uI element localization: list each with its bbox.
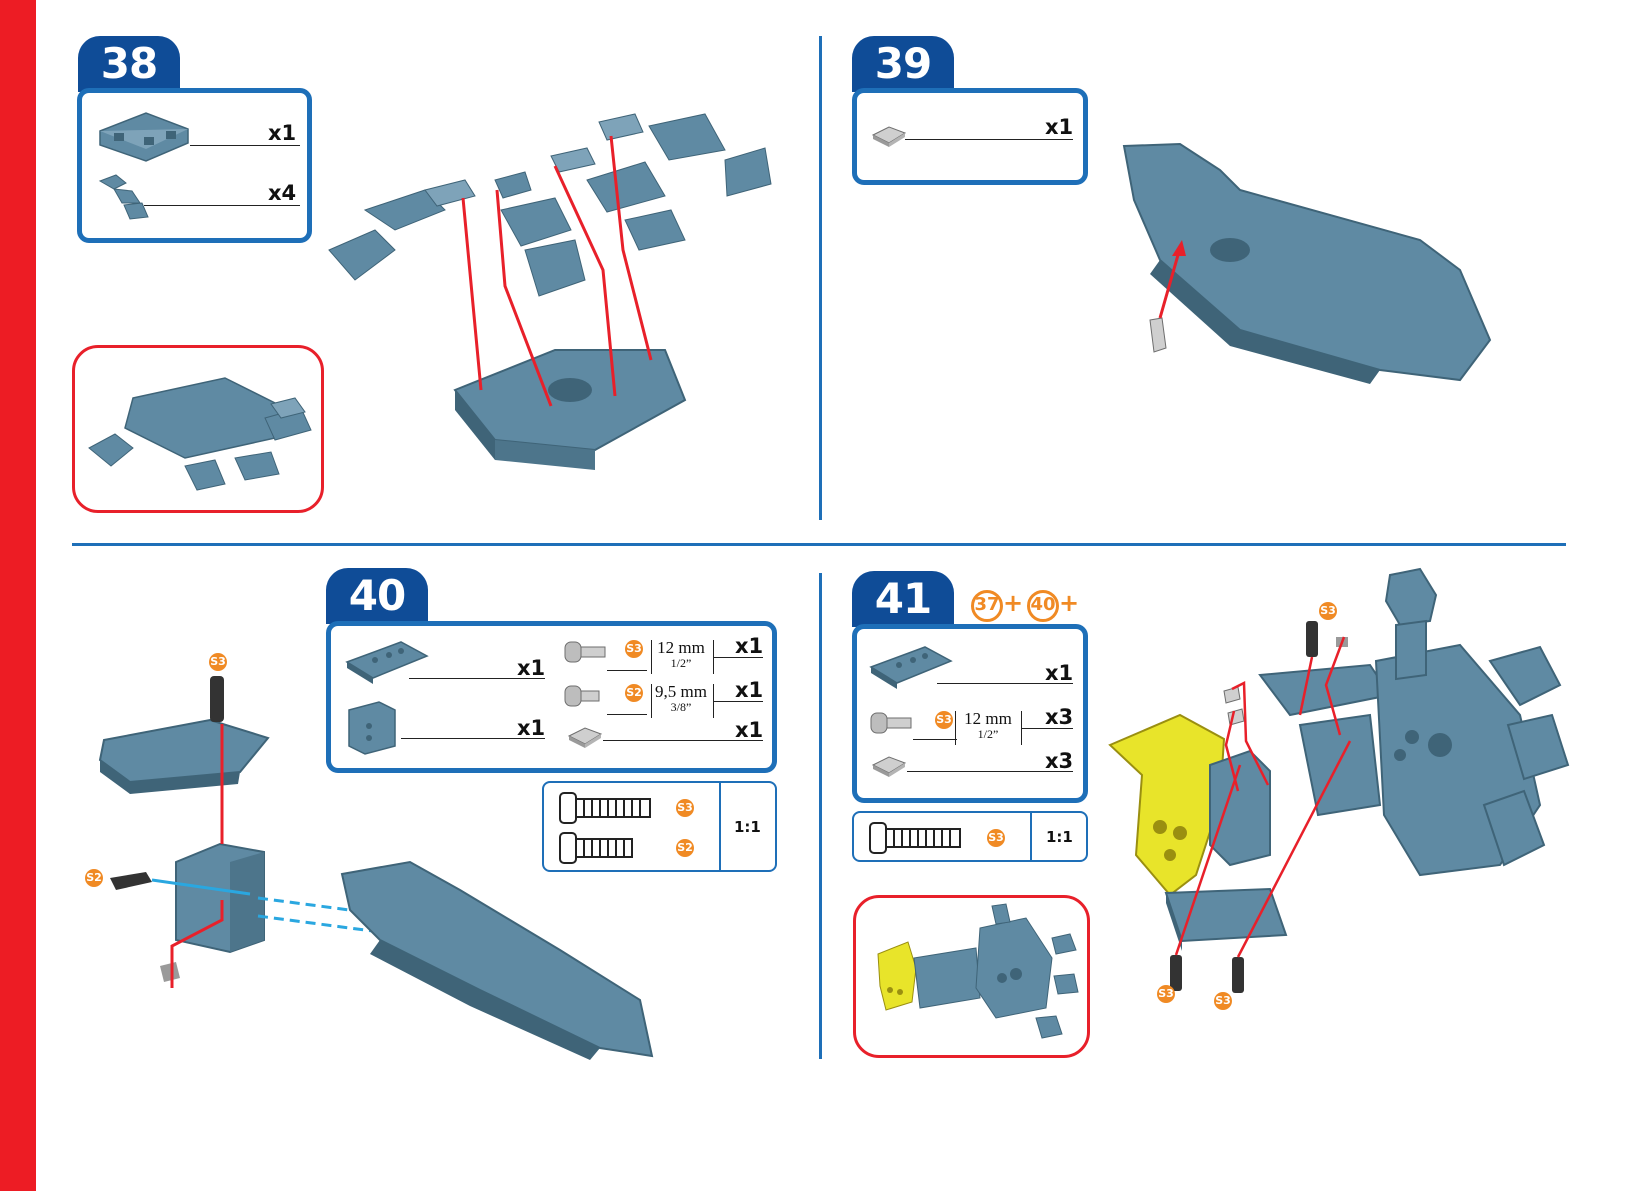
step-40-number: 40 bbox=[326, 568, 428, 624]
screw-length-mm: 9,5 mm bbox=[653, 683, 709, 701]
combine-step-37-badge: 37 bbox=[971, 590, 1003, 622]
dim-tick bbox=[955, 711, 956, 745]
divider-horizontal bbox=[72, 543, 1566, 546]
step-41-number: 41 bbox=[852, 571, 954, 627]
screw-size-badge: S3 bbox=[935, 711, 953, 729]
leader-line bbox=[913, 739, 957, 740]
qty-label: x1 bbox=[268, 121, 296, 145]
callout-s3-badge: S3 bbox=[1214, 992, 1232, 1010]
screw-size-badge: S2 bbox=[676, 839, 694, 857]
flat-connector-part-icon bbox=[96, 107, 196, 167]
qty-label: x3 bbox=[1045, 749, 1073, 773]
callout-s3-badge: S3 bbox=[1319, 602, 1337, 620]
qty-label: x3 bbox=[1045, 705, 1073, 729]
leader-line bbox=[190, 145, 300, 146]
qty-label: x1 bbox=[735, 718, 763, 742]
step-38-parts-box: x1 x4 bbox=[77, 88, 312, 243]
screw-length-inch: 1/2” bbox=[957, 728, 1019, 741]
screw-length-inch: 1/2” bbox=[653, 657, 709, 670]
step-39-exploded-diagram bbox=[1120, 140, 1500, 390]
divider-bottom-vertical bbox=[819, 573, 822, 1059]
square-nut-icon bbox=[871, 755, 911, 779]
leader-line bbox=[144, 205, 300, 206]
step-41-result-preview bbox=[853, 895, 1090, 1058]
leader-line bbox=[905, 139, 1073, 140]
step-39-parts-box: x1 bbox=[852, 88, 1088, 185]
step-39-number: 39 bbox=[852, 36, 954, 92]
step-41-exploded-diagram bbox=[1100, 565, 1570, 1005]
screw-length-label: 12 mm 1/2” bbox=[653, 639, 709, 670]
step-41-screw-scale-box: S3 1:1 bbox=[852, 811, 1088, 862]
screw-length-label: 9,5 mm 3/8” bbox=[653, 683, 709, 714]
scale-divider bbox=[1030, 813, 1032, 860]
plus-sign: + bbox=[1003, 589, 1023, 617]
scale-ratio-label: 1:1 bbox=[734, 818, 761, 836]
plus-sign: + bbox=[1059, 589, 1079, 617]
screw-actual-size-icon bbox=[868, 821, 964, 855]
qty-label: x1 bbox=[1045, 115, 1073, 139]
callout-s2-badge: S2 bbox=[85, 869, 103, 887]
assembled-gripper-preview-image bbox=[856, 898, 1093, 1061]
step-38-exploded-diagram bbox=[325, 100, 785, 490]
screw-length-inch: 3/8” bbox=[653, 701, 709, 714]
step-38-result-preview bbox=[72, 345, 324, 513]
screw-icon bbox=[869, 709, 915, 737]
step-41-parts-box: x1 S3 12 mm 1/2” x3 x3 bbox=[852, 624, 1088, 803]
screw-size-badge: S3 bbox=[987, 829, 1005, 847]
screw-length-mm: 12 mm bbox=[957, 710, 1019, 728]
screw-length-label: 12 mm 1/2” bbox=[957, 710, 1019, 741]
scale-divider bbox=[719, 783, 721, 870]
qty-label: x4 bbox=[268, 181, 296, 205]
left-red-bar bbox=[0, 0, 36, 1191]
divider-top-vertical bbox=[819, 36, 822, 520]
combine-step-40-badge: 40 bbox=[1027, 590, 1059, 622]
screw-size-badge: S3 bbox=[676, 799, 694, 817]
qty-label: x1 bbox=[735, 678, 763, 702]
scale-ratio-label: 1:1 bbox=[1046, 828, 1073, 846]
step-38-number: 38 bbox=[78, 36, 180, 92]
qty-label: x1 bbox=[735, 634, 763, 658]
callout-s3-badge: S3 bbox=[1157, 985, 1175, 1003]
callout-s3-badge: S3 bbox=[209, 653, 227, 671]
small-leg-part-icon bbox=[96, 173, 156, 223]
screw-length-mm: 12 mm bbox=[653, 639, 709, 657]
assembled-claw-preview-image bbox=[75, 348, 327, 516]
step-40-exploded-diagram bbox=[80, 650, 660, 1060]
qty-label: x1 bbox=[1045, 661, 1073, 685]
square-nut-icon bbox=[871, 125, 911, 149]
